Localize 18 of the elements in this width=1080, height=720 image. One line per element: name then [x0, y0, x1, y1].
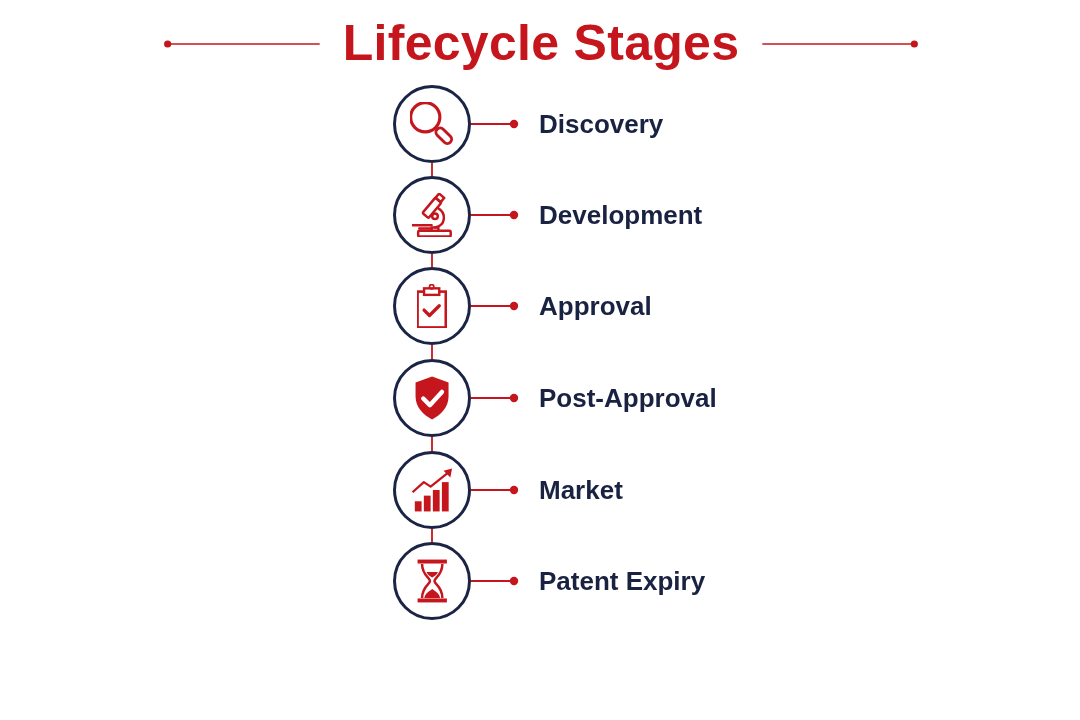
- connector-line: [431, 528, 433, 543]
- connector-line: [470, 393, 519, 403]
- connector-line: [431, 253, 433, 268]
- title: Lifecycle Stages: [342, 15, 740, 71]
- connector-line: [431, 162, 433, 177]
- connector-line: [431, 436, 433, 452]
- stage-label: Discovery: [539, 108, 664, 140]
- connector-line: [470, 119, 519, 129]
- connector-line: [470, 576, 519, 586]
- stage-label: Patent Expiry: [539, 565, 706, 597]
- stage-label: Post-Approval: [539, 382, 717, 414]
- connector-line: [470, 210, 519, 220]
- stage-label: Development: [539, 199, 703, 231]
- connector-line: [470, 485, 519, 495]
- stage-label: Approval: [539, 290, 652, 322]
- connector-line: [431, 344, 433, 360]
- connector-line: [470, 301, 519, 311]
- stage-label: Market: [539, 474, 623, 506]
